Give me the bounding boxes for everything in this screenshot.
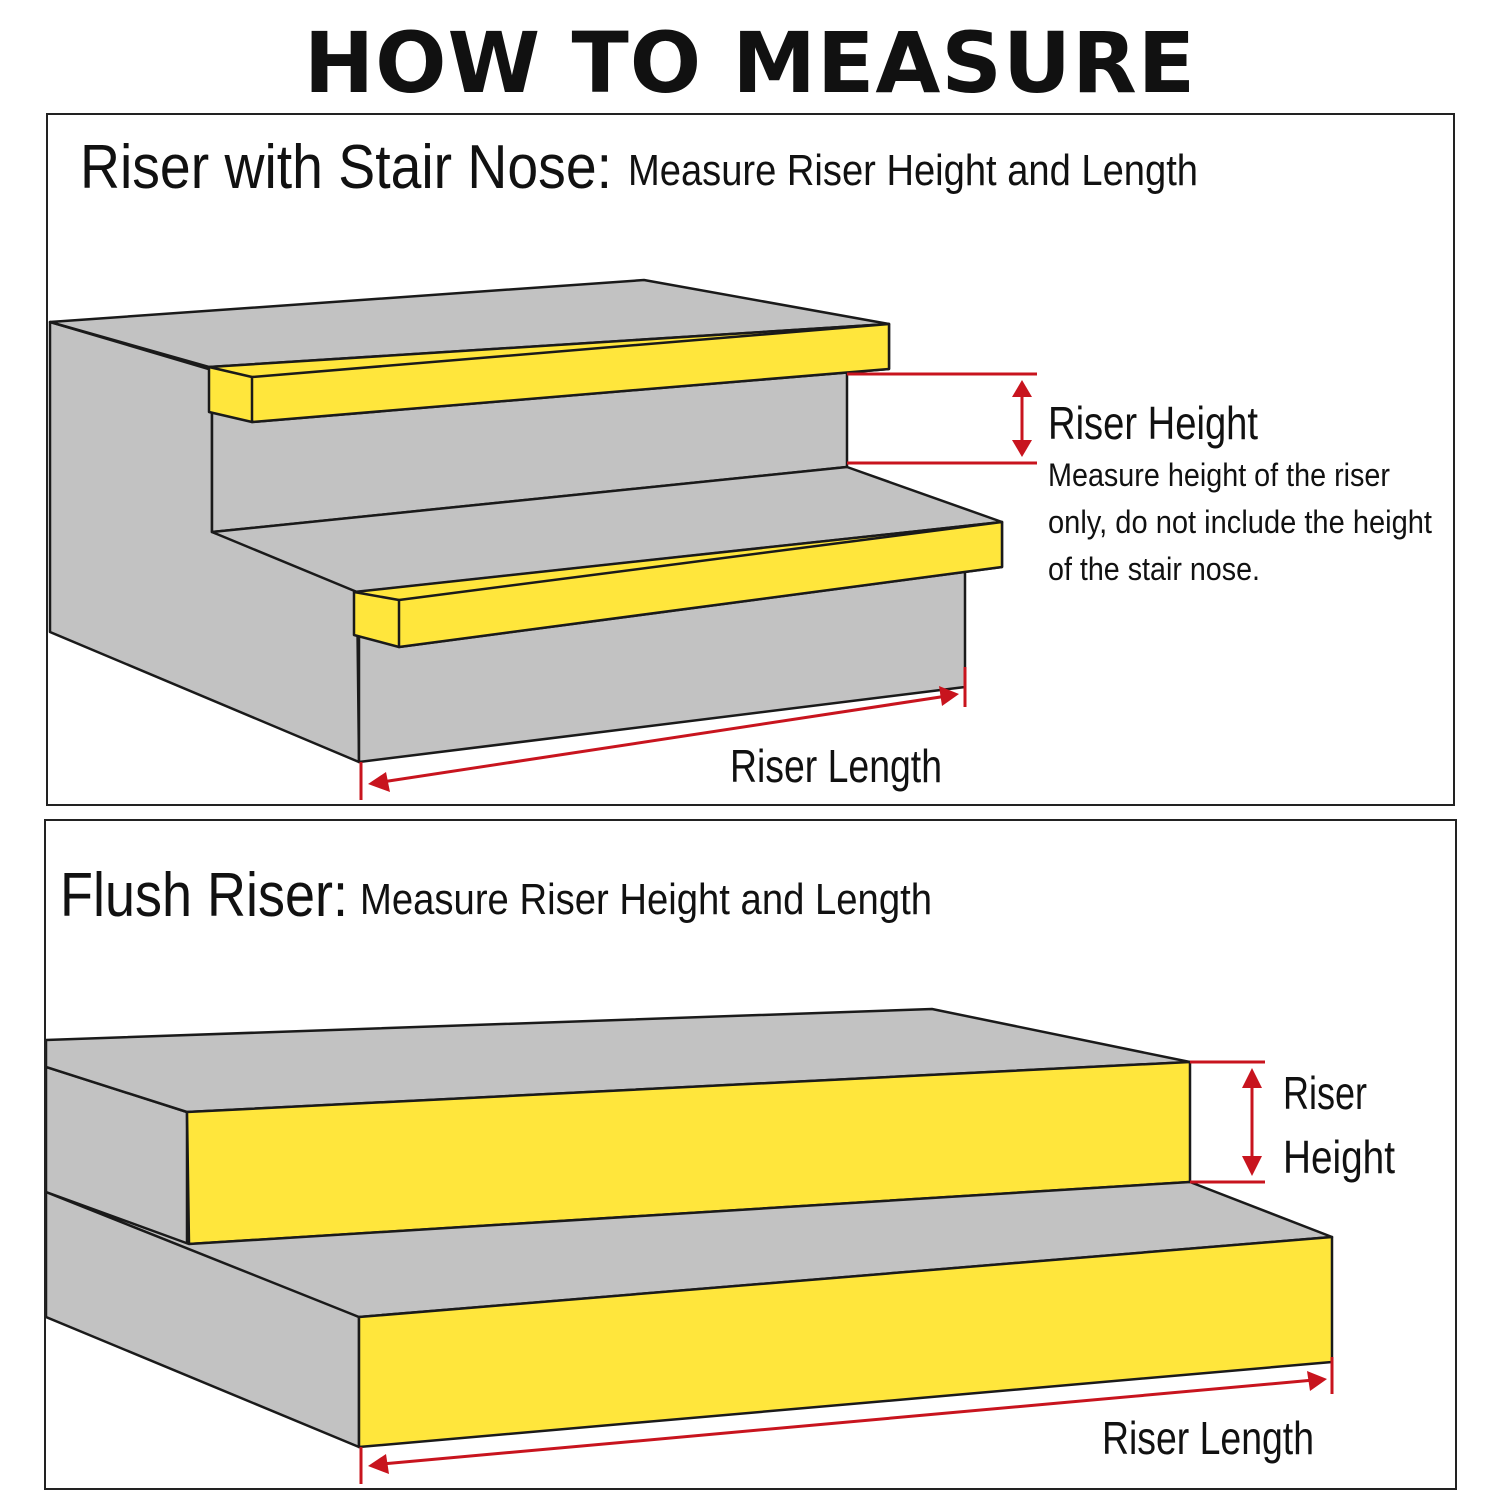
panel-subheading: Measure Riser Height and Length <box>628 146 1198 195</box>
panel-heading: Riser with Stair Nose: <box>80 133 612 202</box>
riser-height-note-line-1: Measure height of the riser <box>1048 457 1390 493</box>
riser-height-measure <box>847 372 1037 465</box>
stair-nose-diagram: Riser with Stair Nose: Measure Riser Hei… <box>48 133 1432 800</box>
page-title: HOW TO MEASURE <box>303 14 1197 112</box>
riser-length-measure <box>359 667 967 800</box>
lower-tread <box>46 1180 1334 1319</box>
riser-height-label: Riser Height <box>1048 397 1258 449</box>
riser-length-label: Riser Length <box>1102 1412 1314 1464</box>
riser-length-measure <box>359 1357 1334 1484</box>
riser-height-note-line-3: of the stair nose. <box>1048 551 1260 587</box>
lower-stair-nose <box>352 520 1004 649</box>
riser-height-label-line-2: Height <box>1283 1131 1395 1183</box>
riser-length-label: Riser Length <box>730 740 942 792</box>
riser-height-note-line-2: only, do not include the height <box>1048 504 1432 540</box>
flush-riser-diagram: Flush Riser: Measure Riser Height and Le… <box>46 861 1395 1484</box>
panel-subheading: Measure Riser Height and Length <box>360 875 932 924</box>
flush-riser-panel: Flush Riser: Measure Riser Height and Le… <box>44 819 1457 1490</box>
riser-with-stair-nose-panel: Riser with Stair Nose: Measure Riser Hei… <box>46 113 1455 806</box>
upper-stair-nose <box>207 322 891 424</box>
riser-height-label-line-1: Riser <box>1283 1067 1367 1119</box>
panel-heading: Flush Riser: <box>60 861 348 930</box>
riser-height-measure <box>1190 1060 1265 1184</box>
